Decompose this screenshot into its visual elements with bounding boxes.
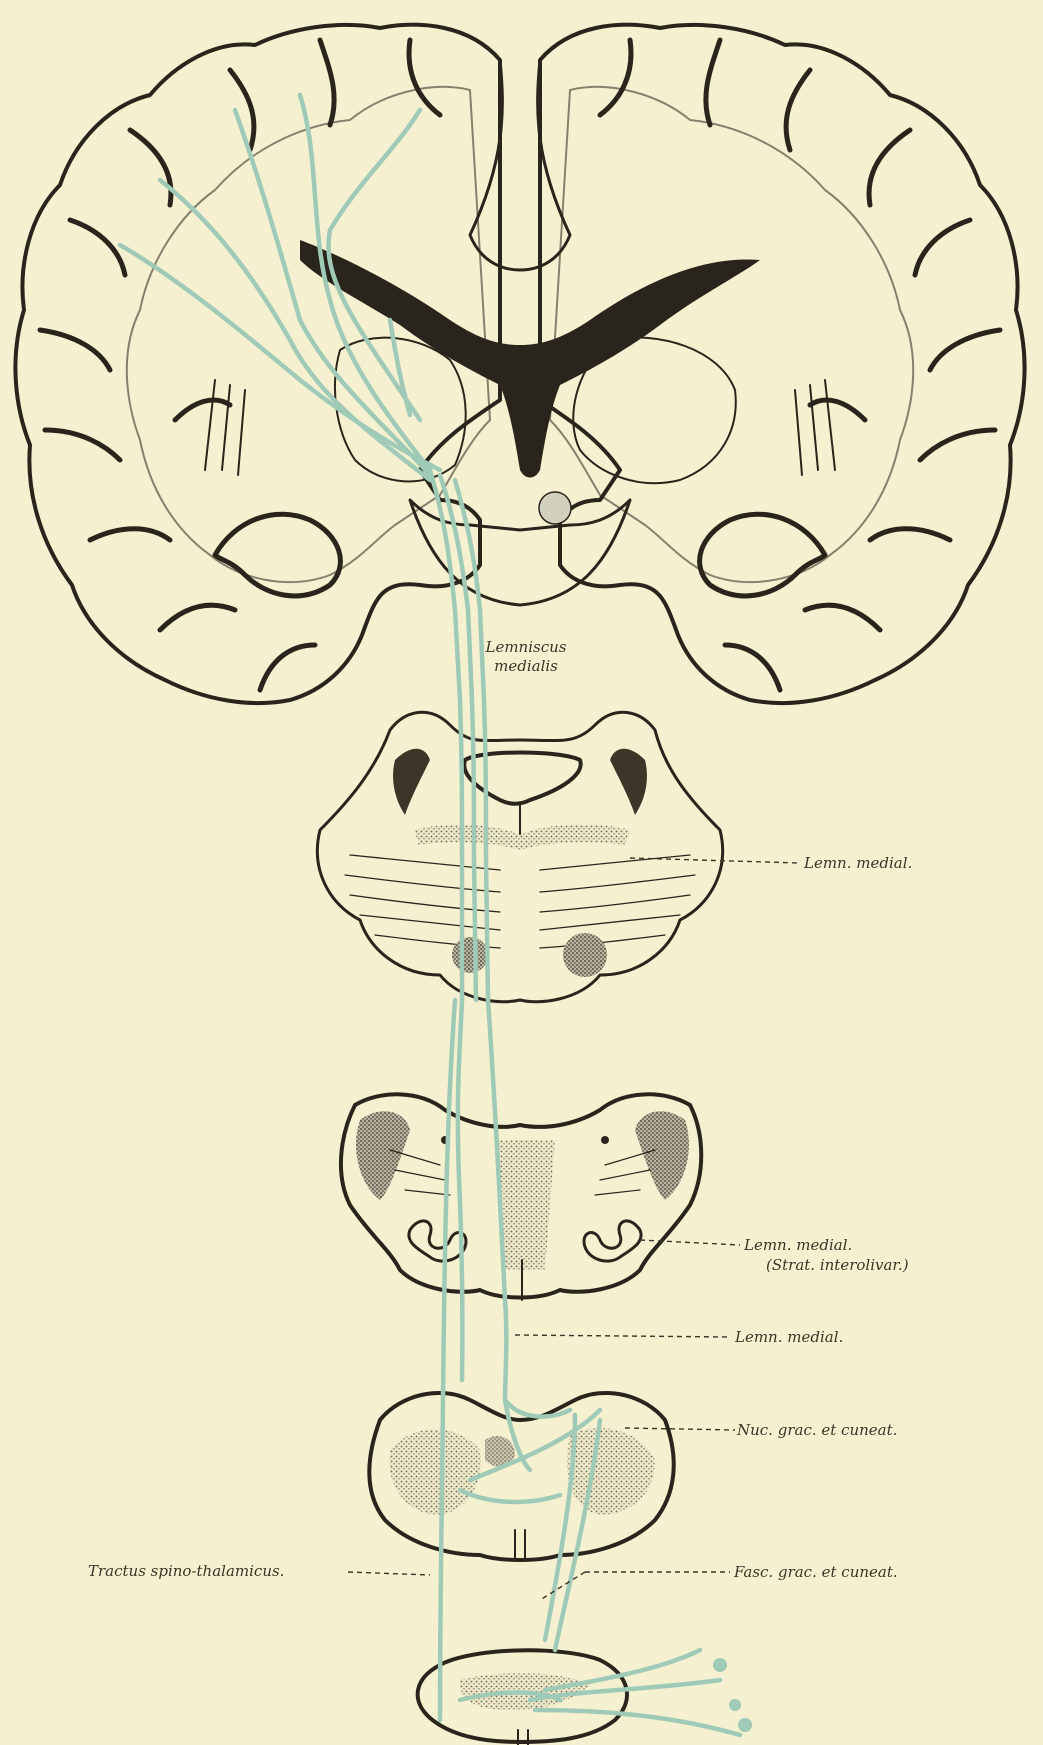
leader-nuc-grac-cuneat: [625, 1428, 735, 1430]
right-hemisphere: [540, 25, 1025, 703]
leader-fasc-grac-cuneat-2: [540, 1572, 585, 1600]
inferior-olive-right: [584, 1221, 641, 1261]
label-lemniscus-medialis-1: Lemniscus: [485, 638, 567, 656]
left-hemisphere: [15, 25, 500, 703]
pons-section: [317, 712, 722, 1001]
label-lemn-medial-pons: Lemn. medial.: [803, 854, 912, 872]
label-lemniscus-medialis-2: medialis: [494, 657, 558, 675]
label-fasc-grac-cuneat: Fasc. grac. et cuneat.: [733, 1563, 898, 1581]
medulla-olive-section: [341, 1094, 701, 1300]
lateral-ventricles: [300, 240, 760, 478]
hippocampus-right: [700, 514, 825, 596]
label-lemn-medial-olive-2: (Strat. interolivar.): [766, 1256, 909, 1274]
label-tractus-spino-thalamicus: Tractus spino-thalamicus.: [88, 1562, 284, 1580]
leader-lemn-medial-lower: [515, 1335, 730, 1337]
lower-medulla-section: [369, 1393, 673, 1560]
inferior-olive-left: [409, 1221, 466, 1261]
label-nuc-grac-cuneat: Nuc. grac. et cuneat.: [736, 1421, 897, 1439]
label-lemn-medial-olive-1: Lemn. medial.: [743, 1236, 852, 1254]
label-lemn-medial-lower: Lemn. medial.: [734, 1328, 843, 1346]
cerebrum-coronal-section: [15, 25, 1024, 703]
spinal-cord-section: [418, 1650, 627, 1745]
hippocampus-left: [215, 514, 340, 596]
leader-lemn-medial-olive: [640, 1240, 740, 1245]
leader-tractus-spino-thalamicus: [348, 1572, 430, 1575]
